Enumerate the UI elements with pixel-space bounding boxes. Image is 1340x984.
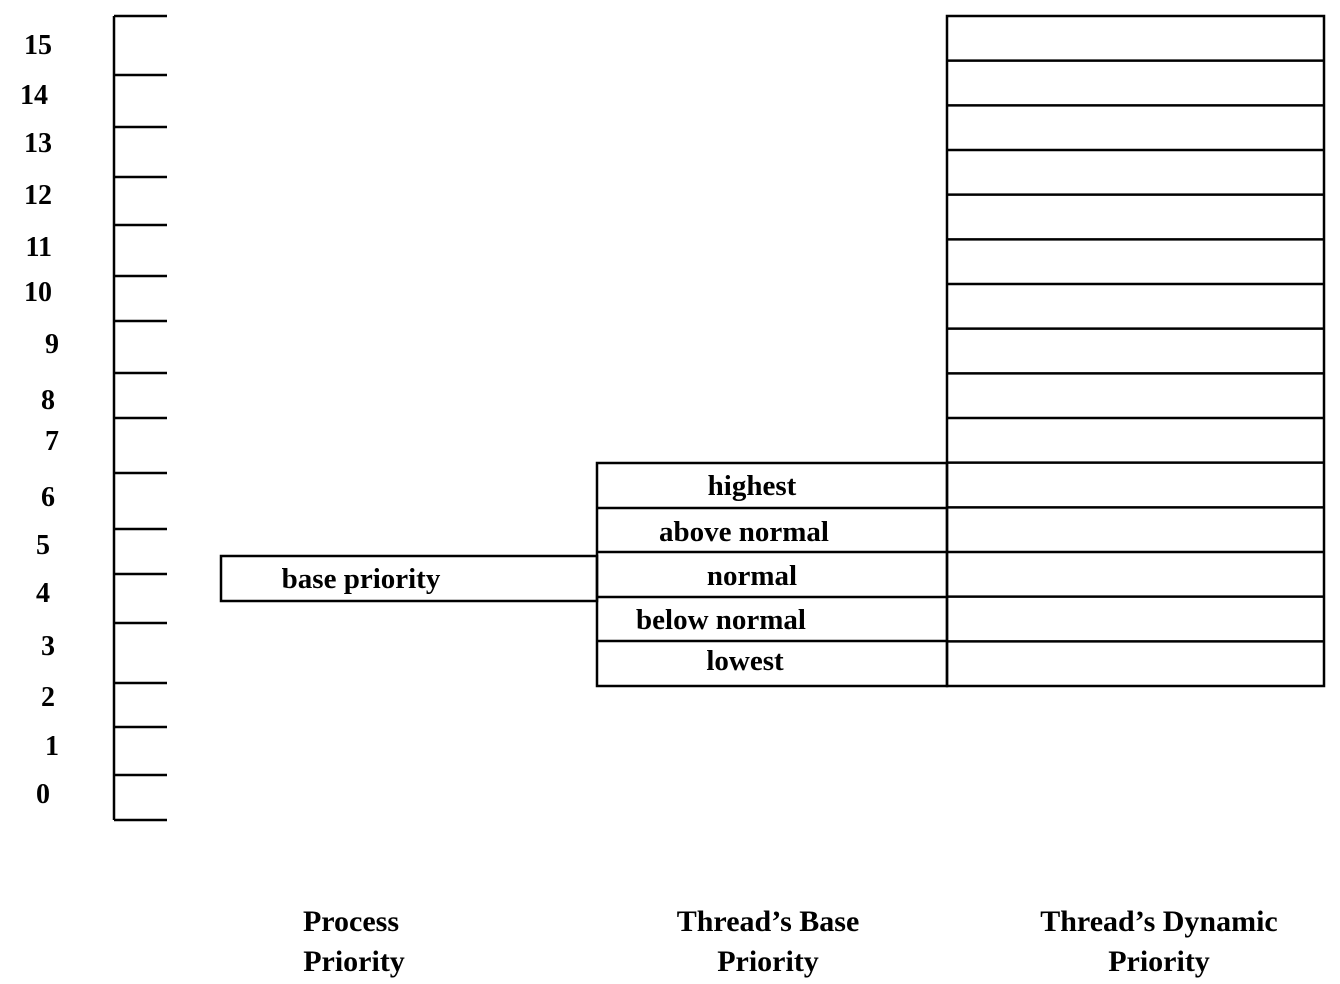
thread-base-row-highest: highest — [708, 470, 797, 502]
level-label-5: 5 — [36, 530, 50, 561]
level-label-1: 1 — [45, 731, 59, 762]
level-label-13: 13 — [24, 128, 52, 159]
thread-dynamic-priority-column — [945, 14, 1326, 688]
level-label-3: 3 — [41, 631, 55, 662]
level-label-6: 6 — [41, 482, 55, 513]
level-label-2: 2 — [41, 682, 55, 713]
level-label-15: 15 — [24, 30, 52, 61]
priority-scale: 15 14 13 12 11 10 9 8 7 6 5 4 3 2 1 0 — [20, 14, 167, 822]
thread-dynamic-priority-caption-line2: Priority — [1108, 945, 1210, 978]
level-label-4: 4 — [36, 578, 50, 609]
thread-base-row-below-normal: below normal — [636, 604, 806, 636]
thread-base-row-above-normal: above normal — [659, 516, 829, 548]
level-label-10: 10 — [24, 277, 52, 308]
level-label-8: 8 — [41, 385, 55, 416]
level-label-7: 7 — [45, 426, 59, 457]
process-priority-caption-line2: Priority — [303, 945, 405, 978]
level-label-0: 0 — [36, 779, 50, 810]
thread-dynamic-outline — [945, 14, 1326, 688]
level-label-11: 11 — [26, 232, 52, 263]
scale-labels: 15 14 13 12 11 10 9 8 7 6 5 4 3 2 1 0 — [20, 30, 59, 810]
scale-ticks — [114, 14, 167, 822]
thread-base-row-lowest: lowest — [706, 645, 784, 677]
process-base-priority-box: base priority — [219, 554, 599, 603]
thread-base-row-normal: normal — [707, 560, 797, 592]
thread-dynamic-dividers — [947, 59, 1324, 643]
captions: Process Priority Thread’s Base Priority … — [303, 905, 1278, 978]
thread-dynamic-priority-caption-line1: Thread’s Dynamic — [1040, 905, 1278, 938]
thread-base-priority-caption-line1: Thread’s Base — [677, 905, 860, 938]
thread-base-priority-column: highest above normal normal below normal… — [595, 461, 949, 688]
level-label-12: 12 — [24, 180, 52, 211]
thread-base-priority-caption-line2: Priority — [717, 945, 819, 978]
base-priority-label: base priority — [282, 563, 441, 595]
process-priority-caption-line1: Process — [303, 905, 399, 938]
level-label-14: 14 — [20, 80, 48, 111]
level-label-9: 9 — [45, 329, 59, 360]
